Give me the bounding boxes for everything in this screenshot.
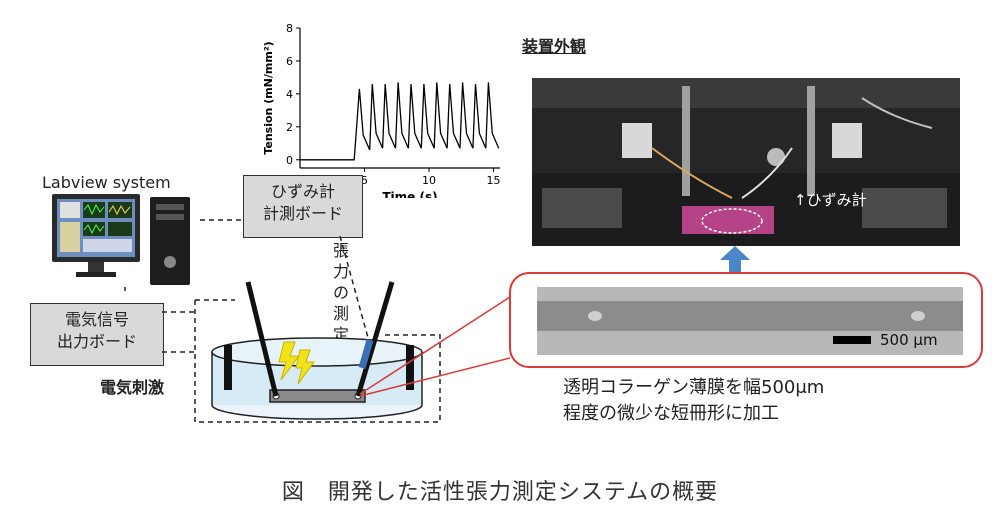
apparatus-photo: ↑ひずみ計 [532,78,960,246]
strain-board-line1: ひずみ計 [270,182,335,201]
signal-board-line1: 電気信号 [64,310,129,329]
y-tick-label: 4 [286,88,293,101]
x-tick-label: 10 [422,174,436,187]
up-arrow-icon [720,246,750,272]
strain-board-line2: 計測ボード [262,204,343,223]
x-axis-label: Time (s) [382,190,437,198]
electrode-right [406,345,414,390]
collagen-micrograph: 500 μm [537,287,963,355]
tension-trace [300,82,500,161]
sample-highlight-circle [701,208,763,234]
scale-bar-label: 500 μm [880,331,938,349]
description-line1: 透明コラーゲン薄膜を幅500μm [563,377,825,398]
x-tick-label: 15 [487,174,501,187]
strain-gauge-label: ↑ひずみ計 [794,191,867,209]
lightning-icon [278,341,300,381]
strain-measurement-board: ひずみ計 計測ボード [243,175,363,238]
x-tick-label: 5 [361,174,368,187]
computer-icon [52,194,190,292]
labview-system-label: Labview system [42,173,171,192]
y-tick-label: 0 [286,154,293,167]
electrical-stimulation-label: 電気刺激 [100,378,165,397]
y-tick-label: 2 [286,121,293,134]
description: 透明コラーゲン薄膜を幅500μm 程度の微少な短冊形に加工 [563,375,824,427]
signal-output-board: 電気信号 出力ボード [30,303,164,366]
collagen-sample [269,389,366,403]
figure-caption: 図 開発した活性張力測定システムの概要 [281,480,719,505]
y-tick-label: 8 [286,22,293,35]
y-axis-label: Tension (mN/mm²) [262,41,275,154]
lightning-icon [295,349,315,385]
signal-board-line2: 出力ボード [56,332,137,351]
y-tick-label: 6 [286,55,293,68]
description-line2: 程度の微少な短冊形に加工 [563,403,779,424]
scale-bar [833,336,871,344]
electrode-left [224,345,232,390]
culture-dish [211,337,423,420]
apparatus-title: 装置外観 [522,37,587,56]
